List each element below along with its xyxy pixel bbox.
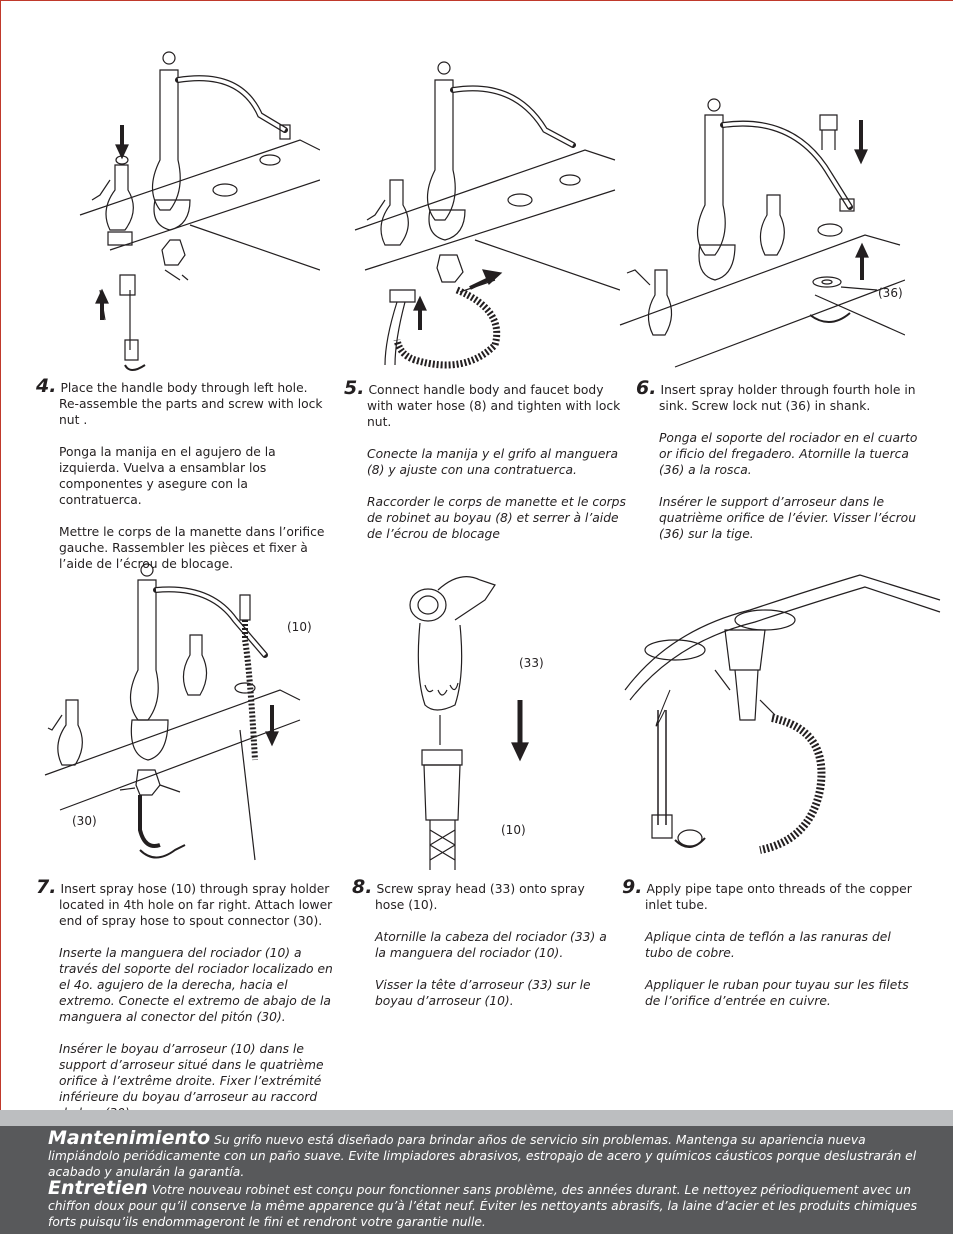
- figure-step-7: [40, 560, 315, 870]
- step-9-french: Appliquer le ruban pour tuyau sur les fi…: [645, 978, 909, 1008]
- step-4: 4.Place the handle body through left hol…: [36, 375, 326, 588]
- step-4-french: Mettre le corps de la manette dans l’ori…: [59, 525, 325, 571]
- maintenance-footer: Mantenimiento Su grifo nuevo está diseña…: [0, 1126, 953, 1234]
- step-6: 6.Insert spray holder through fourth hol…: [636, 377, 926, 558]
- step-5-english: Connect handle body and faucet body with…: [367, 383, 621, 429]
- figure-step-5: [345, 40, 620, 380]
- figure-step-8: [400, 565, 550, 875]
- callout-30: (30): [72, 814, 97, 828]
- figure-step-4: [70, 40, 320, 375]
- step-7: 7.Insert spray hose (10) through spray h…: [36, 876, 336, 1137]
- figure-step-6: [615, 95, 905, 370]
- maintenance-spanish: Mantenimiento Su grifo nuevo está diseña…: [48, 1127, 939, 1180]
- callout-36: (36): [878, 286, 903, 300]
- step-8-english: Screw spray head (33) onto spray hose (1…: [375, 882, 585, 912]
- step-8-spanish: Atornille la cabeza del rociador (33) a …: [375, 930, 607, 960]
- step-8-number: 8.: [352, 876, 373, 898]
- step-4-number: 4.: [36, 375, 57, 397]
- maintenance-heading-es: Mantenimiento: [48, 1127, 211, 1149]
- step-5: 5.Connect handle body and faucet body wi…: [344, 377, 629, 558]
- step-9: 9.Apply pipe tape onto threads of the co…: [622, 876, 922, 1025]
- maintenance-heading-fr: Entretien: [48, 1177, 148, 1199]
- figure-step-9: [610, 570, 950, 860]
- step-7-number: 7.: [36, 876, 57, 898]
- grey-divider-bar: [0, 1110, 953, 1126]
- step-8-french: Visser la tête d’arroseur (33) sur le bo…: [375, 978, 591, 1008]
- maintenance-text-es: Su grifo nuevo está diseñado para brinda…: [48, 1133, 917, 1179]
- maintenance-text-fr: Votre nouveau robinet est conçu pour fon…: [48, 1183, 917, 1229]
- callout-10-step8: (10): [501, 823, 526, 837]
- step-7-french: Insérer le boyau d’arroseur (10) dans le…: [59, 1042, 324, 1120]
- step-6-spanish: Ponga el soporte del rociador en el cuar…: [659, 431, 918, 477]
- step-4-english: Place the handle body through left hole.…: [59, 381, 323, 427]
- step-5-spanish: Conecte la manija y el grifo al manguera…: [367, 447, 619, 477]
- maintenance-french: Entretien Votre nouveau robinet est conç…: [48, 1177, 939, 1230]
- step-7-english: Insert spray hose (10) through spray hol…: [59, 882, 333, 928]
- step-4-spanish: Ponga la manija en el agujero de la izqu…: [59, 445, 276, 507]
- step-6-french: Insérer le support d’arroseur dans le qu…: [659, 495, 916, 541]
- step-9-spanish: Aplique cinta de teflón a las ranuras de…: [645, 930, 891, 960]
- callout-33: (33): [519, 656, 544, 670]
- step-5-number: 5.: [344, 377, 365, 399]
- step-7-spanish: Inserte la manguera del rociador (10) a …: [59, 946, 333, 1024]
- step-8: 8.Screw spray head (33) onto spray hose …: [352, 876, 607, 1025]
- step-5-french: Raccorder le corps de manette et le corp…: [367, 495, 626, 541]
- step-6-number: 6.: [636, 377, 657, 399]
- step-9-number: 9.: [622, 876, 643, 898]
- step-9-english: Apply pipe tape onto threads of the copp…: [645, 882, 912, 912]
- callout-10-step7: (10): [287, 620, 312, 634]
- step-6-english: Insert spray holder through fourth hole …: [659, 383, 916, 413]
